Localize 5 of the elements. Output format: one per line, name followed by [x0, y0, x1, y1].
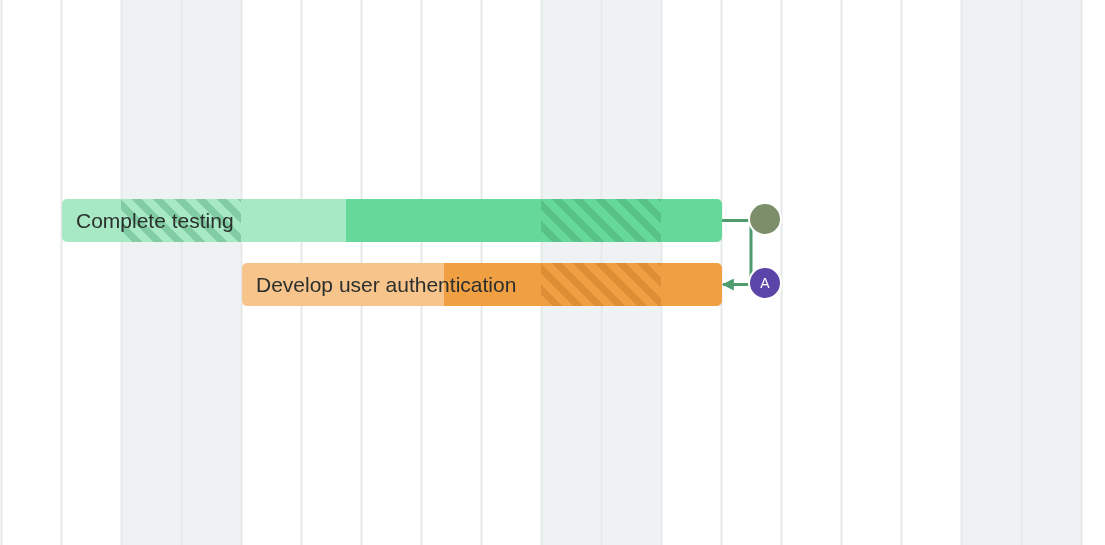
task-label: Complete testing	[76, 207, 234, 234]
avatar-initial: A	[748, 266, 782, 300]
task-bar	[242, 263, 722, 306]
task-label: Develop user authentication	[256, 271, 517, 298]
task-bar	[62, 199, 722, 242]
